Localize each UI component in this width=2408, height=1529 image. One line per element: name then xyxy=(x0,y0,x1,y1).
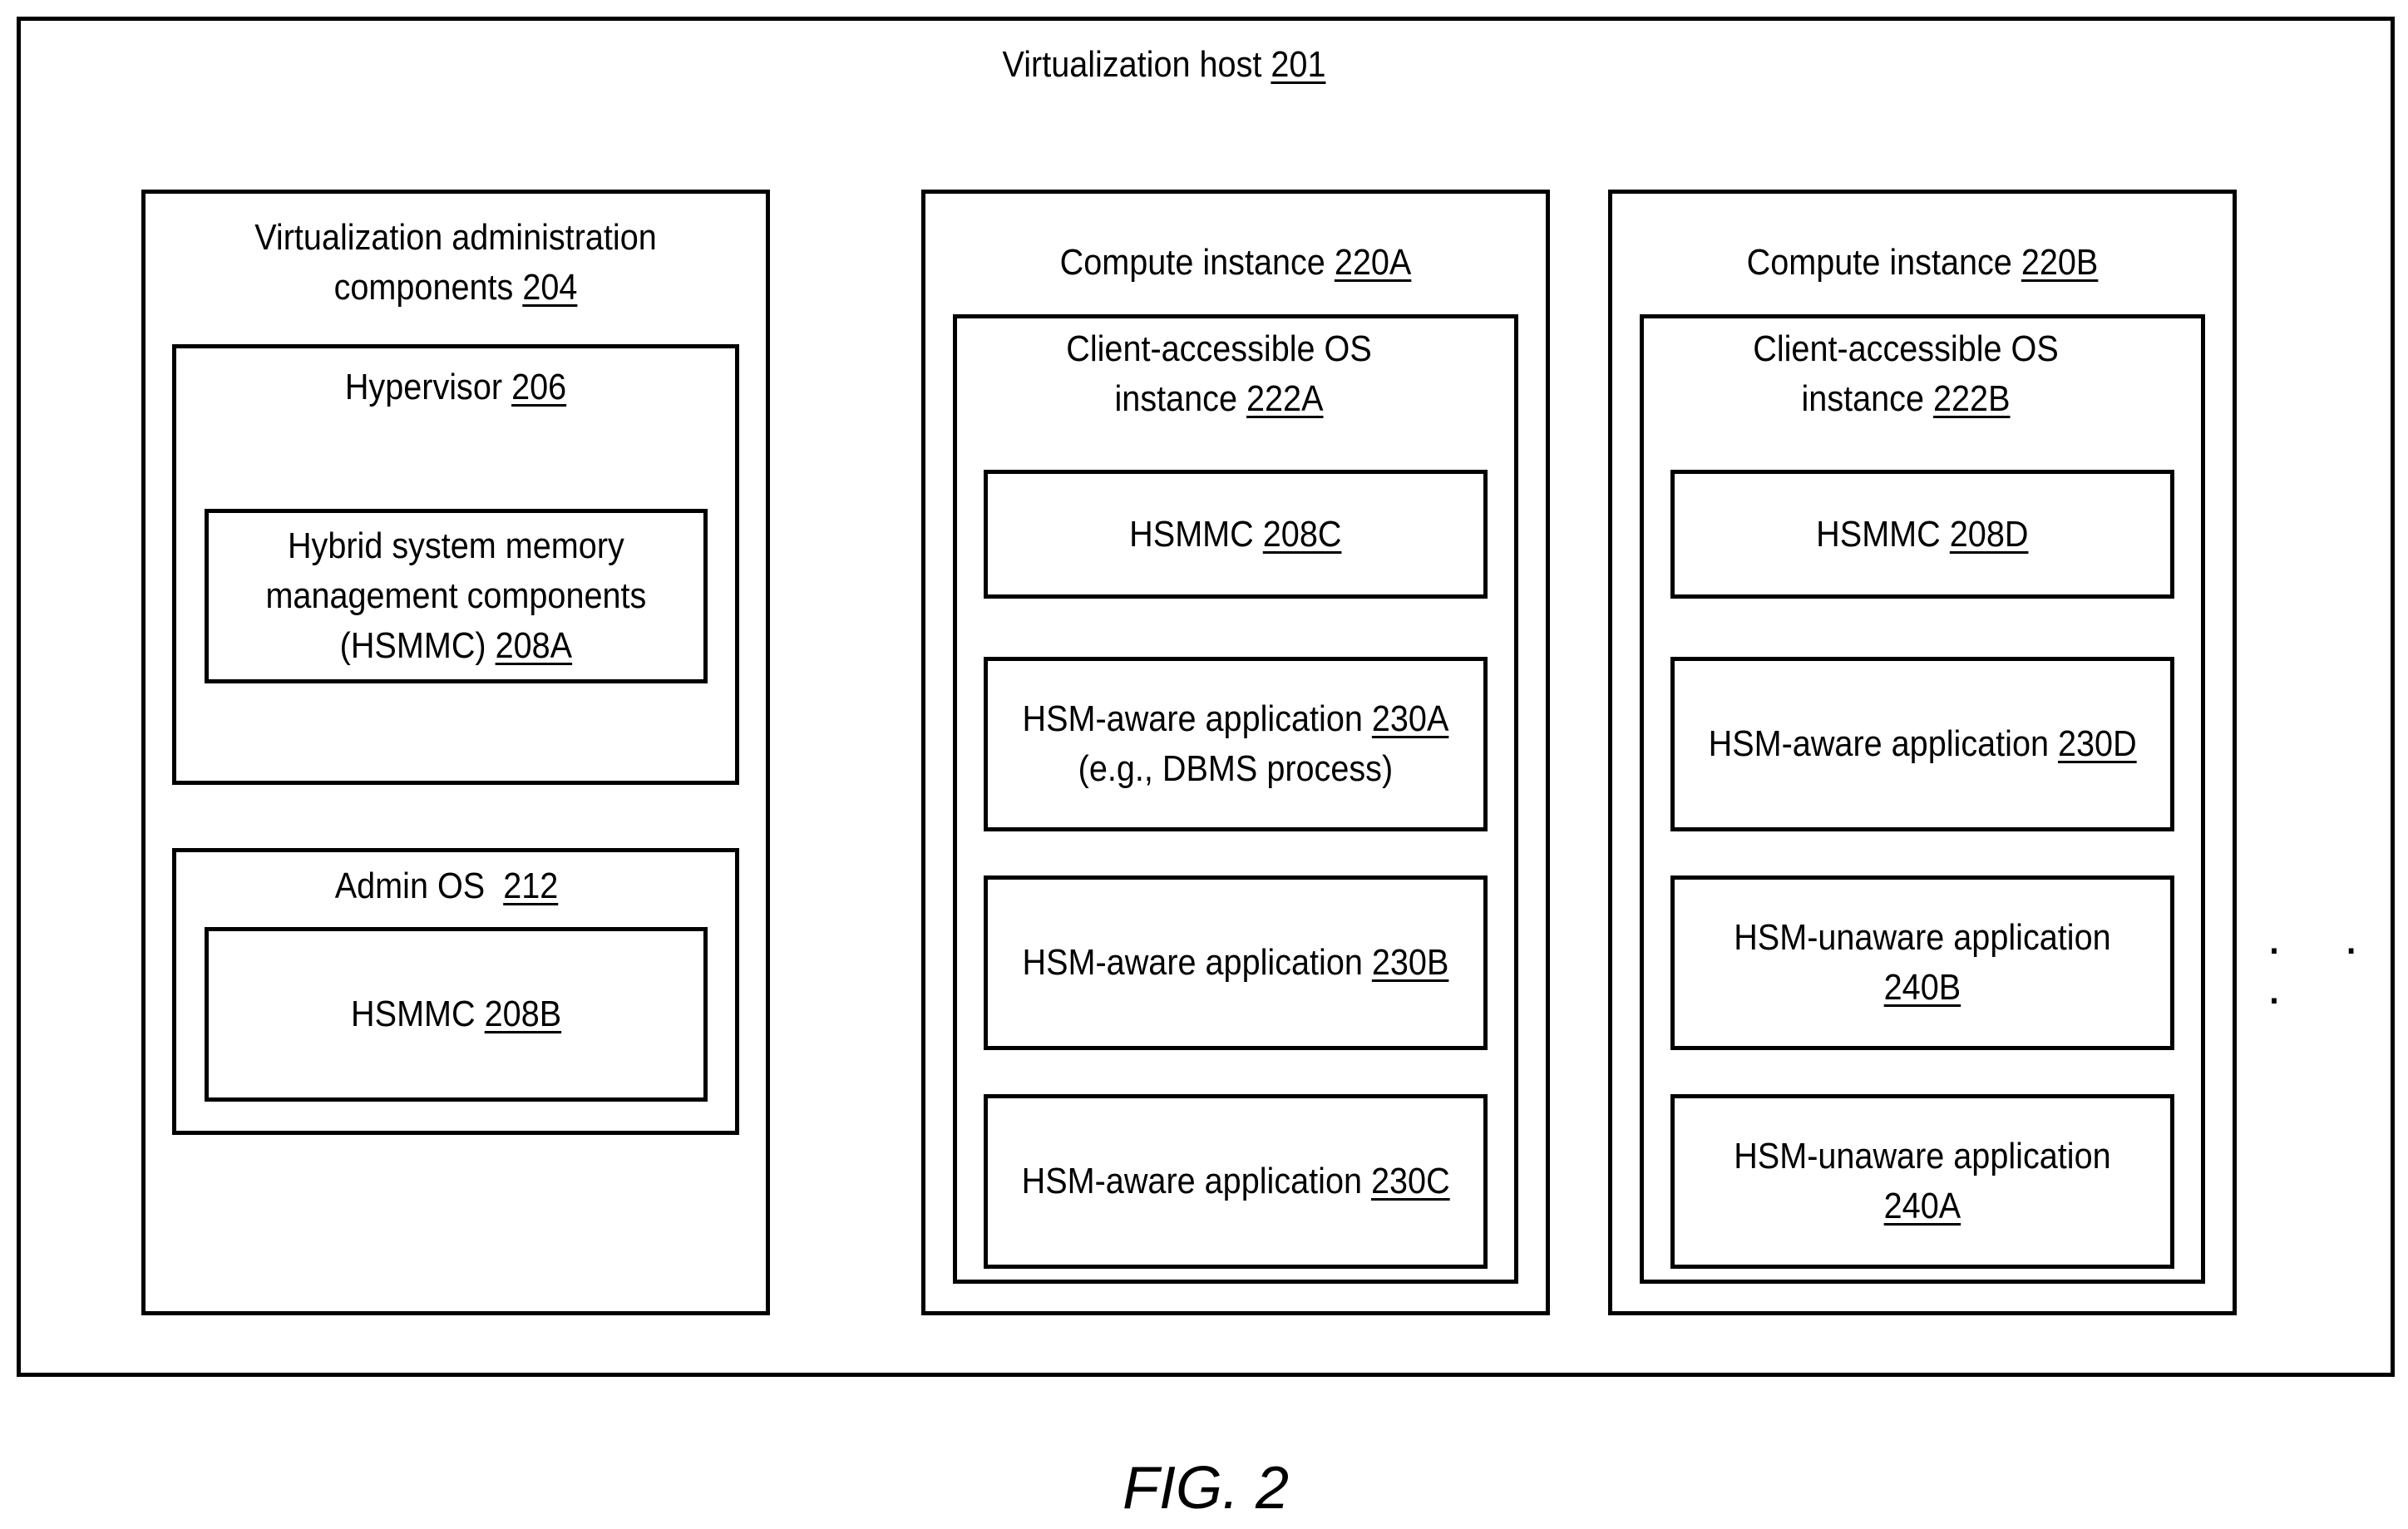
hsmmc-208a-line3: (HSMMC) xyxy=(340,625,496,666)
compute-instance-220b-text: Compute instance xyxy=(1747,242,2021,283)
hsm-unaware-app-240a-text: HSM-unaware application xyxy=(1734,1132,2110,1181)
hsm-aware-app-230b-text: HSM-aware application xyxy=(1023,942,1372,983)
virtualization-admin-line1: Virtualization administration xyxy=(173,213,738,263)
hsmmc-208b-box: HSMMC 208B xyxy=(205,927,708,1102)
client-os-222a-line1: Client-accessible OS xyxy=(965,324,1473,374)
hsmmc-208a-box: Hybrid system memory management componen… xyxy=(205,509,708,683)
hsm-unaware-app-240b-ref: 240B xyxy=(1734,963,2110,1013)
virtualization-admin-ref: 204 xyxy=(522,267,577,308)
hsmmc-208a-line1: Hybrid system memory xyxy=(266,521,647,571)
client-os-222b-line1: Client-accessible OS xyxy=(1651,324,2160,374)
hypervisor-label: Hypervisor 206 xyxy=(200,363,711,412)
hsmmc-208c-box: HSMMC 208C xyxy=(984,470,1488,599)
more-instances-ellipsis: · · · xyxy=(2266,923,2407,1023)
hsm-aware-app-230c-box: HSM-aware application 230C xyxy=(984,1094,1488,1269)
hypervisor-text: Hypervisor xyxy=(345,367,511,407)
hsmmc-208c-text: HSMMC xyxy=(1129,514,1263,555)
hsmmc-208c-ref: 208C xyxy=(1263,514,1342,555)
client-os-222b-label: Client-accessible OS instance 222B xyxy=(1651,324,2160,424)
compute-instance-220a-text: Compute instance xyxy=(1060,242,1335,283)
compute-instance-220b-label: Compute instance 220B xyxy=(1640,238,2205,288)
hsm-aware-app-230c-text: HSM-aware application xyxy=(1021,1161,1370,1201)
hsm-aware-app-230a-ref: 230A xyxy=(1372,698,1448,739)
hsmmc-208d-box: HSMMC 208D xyxy=(1670,470,2174,599)
hsmmc-208a-line2: management components xyxy=(266,571,647,621)
client-os-222b-ref: 222B xyxy=(1933,378,2010,419)
client-os-222b-line2: instance xyxy=(1802,378,1933,419)
hsm-aware-app-230b-ref: 230B xyxy=(1372,942,1448,983)
hsm-aware-app-230a-box: HSM-aware application 230A (e.g., DBMS p… xyxy=(984,657,1488,831)
virtualization-host-text: Virtualization host xyxy=(1003,44,1271,85)
hsm-aware-app-230d-box: HSM-aware application 230D xyxy=(1670,657,2174,831)
client-os-222a-label: Client-accessible OS instance 222A xyxy=(965,324,1473,424)
compute-instance-220a-label: Compute instance 220A xyxy=(953,238,1518,288)
hsmmc-208b-text: HSMMC xyxy=(351,994,485,1034)
compute-instance-220b-ref: 220B xyxy=(2021,242,2098,283)
client-os-222a-ref: 222A xyxy=(1246,378,1323,419)
admin-os-ref: 212 xyxy=(503,866,558,906)
hsm-aware-app-230a-text: HSM-aware application xyxy=(1023,698,1372,739)
hsmmc-208b-ref: 208B xyxy=(485,994,561,1034)
figure-caption: FIG. 2 xyxy=(998,1451,1414,1526)
hypervisor-ref: 206 xyxy=(511,367,566,407)
hsm-aware-app-230d-ref: 230D xyxy=(2058,723,2137,764)
hsmmc-208a-ref: 208A xyxy=(496,625,572,666)
hsmmc-208d-text: HSMMC xyxy=(1816,514,1950,555)
virtualization-admin-label: Virtualization administration components… xyxy=(173,213,738,313)
compute-instance-220a-ref: 220A xyxy=(1335,242,1411,283)
virtualization-host-label: Virtualization host 201 xyxy=(865,40,1463,90)
hsm-unaware-app-240b-box: HSM-unaware application 240B xyxy=(1670,875,2174,1050)
client-os-222a-line2: instance xyxy=(1115,378,1246,419)
hsm-unaware-app-240a-box: HSM-unaware application 240A xyxy=(1670,1094,2174,1269)
hsm-aware-app-230d-text: HSM-aware application xyxy=(1708,723,2057,764)
admin-os-label: Admin OS 212 xyxy=(200,861,693,911)
hsm-aware-app-230c-ref: 230C xyxy=(1371,1161,1450,1201)
hsmmc-208d-ref: 208D xyxy=(1950,514,2029,555)
admin-os-text: Admin OS xyxy=(335,866,503,906)
virtualization-host-ref: 201 xyxy=(1271,44,1325,85)
hsm-aware-app-230a-line2: (e.g., DBMS process) xyxy=(1023,744,1449,794)
virtualization-admin-line2: components xyxy=(334,267,523,308)
hsm-aware-app-230b-box: HSM-aware application 230B xyxy=(984,875,1488,1050)
hsm-unaware-app-240b-text: HSM-unaware application xyxy=(1734,913,2110,963)
hsm-unaware-app-240a-ref: 240A xyxy=(1734,1181,2110,1231)
